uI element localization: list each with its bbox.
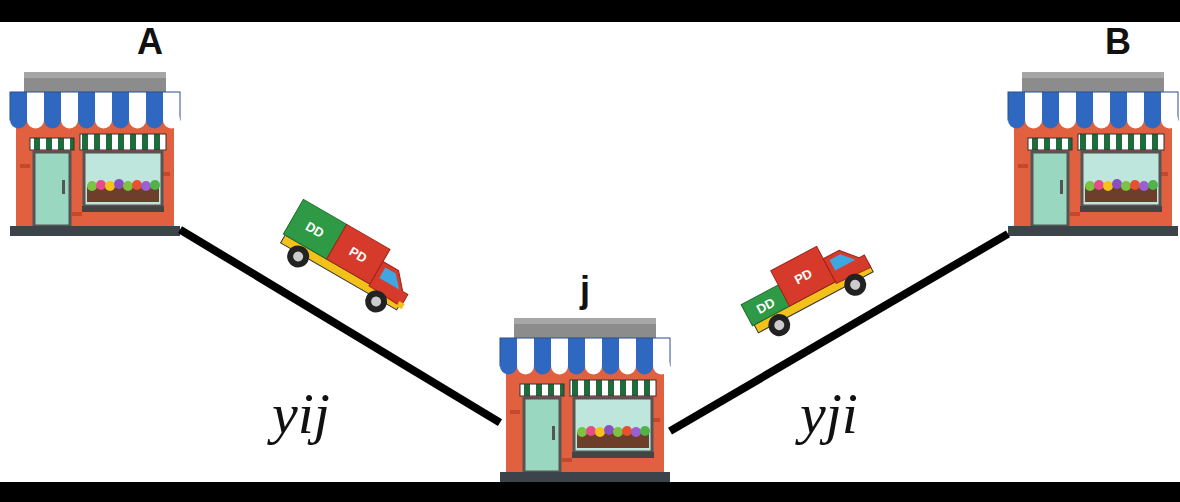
shop-node: j bbox=[500, 270, 670, 482]
cargo-label: DD bbox=[283, 199, 346, 259]
shop-illustration bbox=[10, 72, 180, 236]
shop-label: B bbox=[1088, 22, 1148, 62]
bottom-bar bbox=[0, 482, 1180, 502]
truck-illustration bbox=[272, 199, 425, 324]
shop-illustration bbox=[1008, 72, 1178, 236]
shop-label: A bbox=[120, 22, 180, 62]
shop-node: B bbox=[1008, 22, 1178, 236]
shop-label: j bbox=[555, 270, 615, 310]
top-bar bbox=[0, 0, 1180, 22]
cargo-label: PD bbox=[771, 246, 836, 306]
shop-node: A bbox=[10, 22, 180, 236]
flow-variable: yji bbox=[800, 382, 858, 446]
cargo-label: DD bbox=[741, 285, 789, 326]
cargo-label: PD bbox=[327, 224, 390, 284]
shop-illustration bbox=[500, 318, 670, 482]
flow-variable: yij bbox=[272, 382, 330, 446]
truck-illustration bbox=[734, 229, 880, 347]
